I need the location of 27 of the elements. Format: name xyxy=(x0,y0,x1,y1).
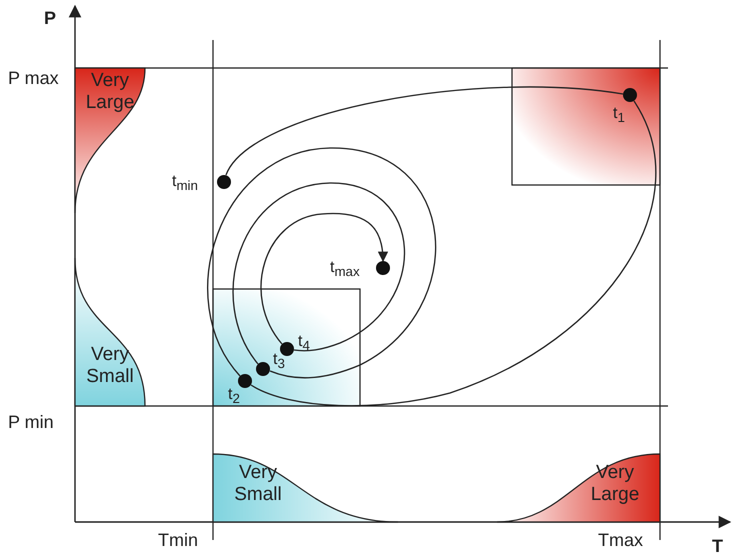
tick-label: Tmax xyxy=(598,530,643,550)
membership-label: Very Large xyxy=(84,70,136,114)
membership-label: Very Small xyxy=(233,462,283,506)
trajectory-curve xyxy=(207,147,436,378)
membership-label: Very Large xyxy=(590,462,640,506)
time-label: t$_{1}$ xyxy=(613,104,625,128)
trajectory-point xyxy=(376,261,390,275)
membership-label: Very Small xyxy=(85,344,135,388)
tick-label: P min xyxy=(8,412,54,432)
time-label: t$_{4}$ xyxy=(298,332,310,356)
membership-shape xyxy=(497,454,660,522)
membership-shape xyxy=(75,68,145,213)
trajectory-point xyxy=(217,175,231,189)
axis-label: P xyxy=(44,8,56,28)
trajectory-curve xyxy=(225,86,624,176)
tick-label: P max xyxy=(8,68,59,88)
membership-shape xyxy=(213,454,398,522)
axis-label: T xyxy=(712,536,723,555)
trajectory-curve xyxy=(250,100,656,406)
membership-shape xyxy=(75,258,145,406)
time-label: t$_{2}$ xyxy=(228,385,240,408)
trajectory-curve xyxy=(260,212,388,344)
time-label: t$_{max}$ xyxy=(330,258,360,282)
tick-label: Tmin xyxy=(158,530,198,550)
trajectory-curve xyxy=(232,182,405,364)
time-label: t$_{3}$ xyxy=(273,350,285,374)
time-label: t$_{min}$ xyxy=(172,172,198,196)
